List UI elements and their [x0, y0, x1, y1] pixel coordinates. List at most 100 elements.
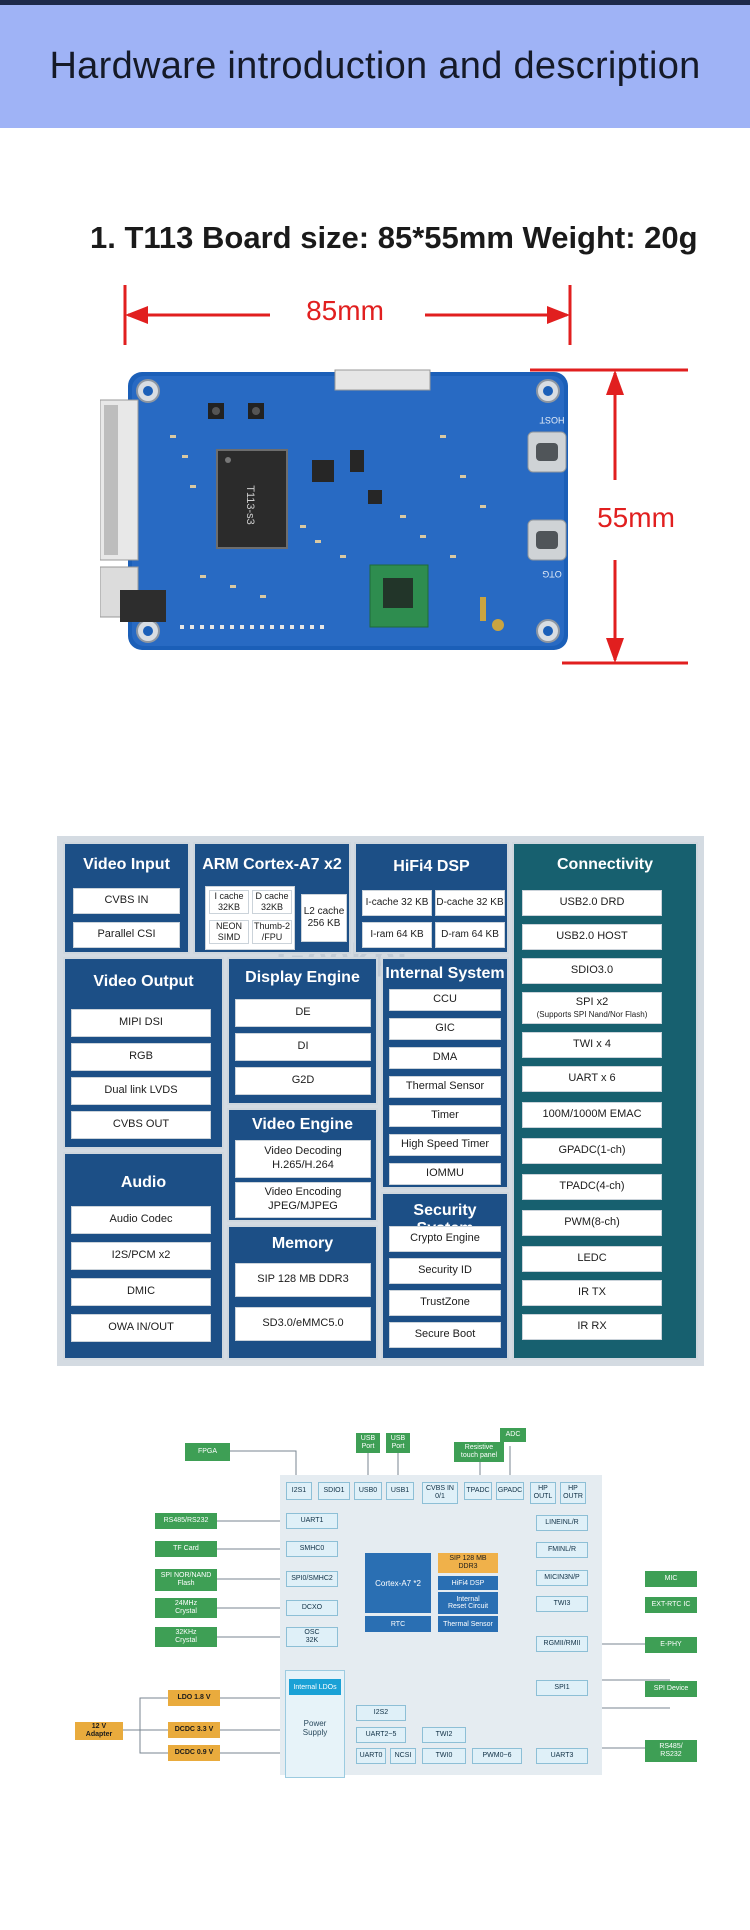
arm-l2-cache: L2 cache 256 KB — [301, 894, 347, 942]
port-otg-label: OTG — [542, 569, 562, 579]
video-output-item: CVBS OUT — [71, 1111, 211, 1139]
connectivity-item: IR RX — [522, 1314, 662, 1340]
hifi-title: HiFi4 DSP — [393, 858, 470, 875]
cpu-reset-circuit: Internal Reset Circuit — [438, 1592, 498, 1614]
ext-32khz-crystal: 32KHz Crystal — [155, 1627, 217, 1647]
cpu-thermal-sensor: Thermal Sensor — [438, 1616, 498, 1632]
internal-system-item: Timer — [389, 1105, 501, 1127]
pin-gpadc: GPADC — [496, 1482, 524, 1500]
board-photo: T113-s3 HOST OTG — [99, 285, 700, 675]
ext-mic: MIC — [645, 1571, 697, 1587]
ext-adc: ADC — [500, 1428, 526, 1442]
display-engine-block: Display Engine DE DI G2D — [227, 957, 378, 1105]
internal-system-item: High Speed Timer — [389, 1134, 501, 1156]
connectivity-item: TPADC(4-ch) — [522, 1174, 662, 1200]
pin-twi3: TWI3 — [536, 1596, 588, 1612]
video-output-item: RGB — [71, 1043, 211, 1071]
connectivity-block: Connectivity USB2.0 DRD USB2.0 HOST SDIO… — [512, 842, 698, 1360]
pin-uart0: UART0 — [356, 1748, 386, 1764]
internal-system-block: Internal System CCU GIC DMA Thermal Sens… — [381, 957, 509, 1189]
connectivity-item: UART x 6 — [522, 1066, 662, 1092]
connectivity-item-spi: SPI x2 (Supports SPI Nand/Nor Flash) — [522, 992, 662, 1024]
pin-twi2: TWI2 — [422, 1727, 466, 1743]
video-engine-item: Video Decoding H.265/H.264 — [235, 1140, 371, 1178]
board-size-title: 1. T113 Board size: 85*55mm Weight: 20g — [90, 220, 698, 255]
audio-title: Audio — [120, 1174, 167, 1191]
port-host-label: HOST — [539, 415, 565, 425]
pin-usb1: USB1 — [386, 1482, 414, 1500]
connectivity-item: USB2.0 HOST — [522, 924, 662, 950]
video-output-item: MIPI DSI — [71, 1009, 211, 1037]
page-title: Hardware introduction and description — [49, 45, 701, 87]
connectivity-item: USB2.0 DRD — [522, 890, 662, 916]
hifi4-dsp-block: HiFi4 DSP I-cache 32 KB D-cache 32 KB I-… — [354, 842, 509, 954]
connectivity-item: 100M/1000M EMAC — [522, 1102, 662, 1128]
display-engine-item: G2D — [235, 1067, 371, 1095]
pin-smhc0: SMHC0 — [286, 1541, 338, 1557]
video-input-item: CVBS IN — [73, 888, 180, 914]
audio-item: OWA IN/OUT — [71, 1314, 211, 1342]
connectivity-item: GPADC(1-ch) — [522, 1138, 662, 1164]
cpu-rtc: RTC — [365, 1616, 431, 1632]
ext-rs485-rs232: RS485/RS232 — [155, 1513, 217, 1529]
hifi-item: D-ram 64 KB — [435, 922, 505, 948]
pin-sdio1: SDIO1 — [318, 1482, 350, 1500]
cpu-sip-ddr3: SIP 128 MB DDR3 — [438, 1553, 498, 1573]
internal-system-item: GIC — [389, 1018, 501, 1040]
board-height-label: 55mm — [586, 502, 686, 534]
power-supply-label: Power Supply — [302, 1719, 328, 1737]
internal-system-item: CCU — [389, 989, 501, 1011]
video-input-block: Video Input CVBS IN Parallel CSI — [63, 842, 190, 954]
ext-e-phy: E-PHY — [645, 1637, 697, 1653]
arm-neon: NEON SIMD — [209, 920, 249, 944]
interface-diagram: FPGA USB Port USB Port Resistive touch p… — [70, 1428, 710, 1780]
rail-dcdc-0v9: DCDC 0.9 V — [168, 1745, 220, 1761]
video-engine-title: Video Engine — [251, 1116, 354, 1133]
ext-fpga: FPGA — [185, 1443, 230, 1461]
board-width-label: 85mm — [306, 295, 384, 326]
chip-label: T113-s3 — [244, 485, 256, 525]
hifi-item: I-ram 64 KB — [362, 922, 432, 948]
pin-osc32k: OSC 32K — [286, 1627, 338, 1647]
spi-label: SPI x2 — [575, 996, 609, 1009]
ext-rs485-rs232-right: RS485/ RS232 — [645, 1740, 697, 1762]
video-engine-item: Video Encoding JPEG/MJPEG — [235, 1182, 371, 1218]
video-output-title: Video Output — [93, 973, 194, 990]
audio-item: Audio Codec — [71, 1206, 211, 1234]
pin-lineinl-r: LINEINL/R — [536, 1515, 588, 1531]
ext-rtc-ic: EXT-RTC IC — [645, 1597, 697, 1613]
arm-cortex-block: ARM Cortex-A7 x2 I cache 32KB D cache 32… — [193, 842, 351, 954]
ext-usb-port: USB Port — [356, 1433, 380, 1453]
pin-uart1: UART1 — [286, 1513, 338, 1529]
connectivity-item: SDIO3.0 — [522, 958, 662, 984]
connectivity-item: PWM(8-ch) — [522, 1210, 662, 1236]
pin-hp-outl: HP OUTL — [530, 1482, 556, 1504]
connectivity-item: LEDC — [522, 1246, 662, 1272]
memory-item: SIP 128 MB DDR3 — [235, 1263, 371, 1297]
pin-spi1: SPI1 — [536, 1680, 588, 1696]
ext-spi-device: SPI Device — [645, 1681, 697, 1697]
connectivity-item: TWI x 4 — [522, 1032, 662, 1058]
ext-touch-panel: Resistive touch panel — [454, 1442, 504, 1462]
video-input-title: Video Input — [83, 856, 170, 873]
pin-tpadc: TPADC — [464, 1482, 492, 1500]
audio-item: I2S/PCM x2 — [71, 1242, 211, 1270]
cpu-hifi4-dsp: HiFi4 DSP — [438, 1576, 498, 1590]
display-engine-item: DI — [235, 1033, 371, 1061]
audio-block: Audio Audio Codec I2S/PCM x2 DMIC OWA IN… — [63, 1152, 224, 1360]
internal-system-title: Internal System — [385, 965, 505, 982]
pin-usb0: USB0 — [354, 1482, 382, 1500]
memory-item: SD3.0/eMMC5.0 — [235, 1307, 371, 1341]
video-output-item: Dual link LVDS — [71, 1077, 211, 1105]
ext-24mhz-crystal: 24MHz Crystal — [155, 1598, 217, 1618]
video-engine-block: Video Engine Video Decoding H.265/H.264 … — [227, 1108, 378, 1222]
pin-micin3n-p: MICIN3N/P — [536, 1570, 588, 1586]
security-item: Crypto Engine — [389, 1226, 501, 1252]
video-output-block: Video Output MIPI DSI RGB Dual link LVDS… — [63, 957, 224, 1149]
pin-pwm0-6: PWM0~6 — [472, 1748, 522, 1764]
internal-system-item: Thermal Sensor — [389, 1076, 501, 1098]
pin-i2s2: I2S2 — [356, 1705, 406, 1721]
hifi-item: I-cache 32 KB — [362, 890, 432, 916]
rail-dcdc-3v3: DCDC 3.3 V — [168, 1722, 220, 1738]
rail-ldo-1v8: LDO 1.8 V — [168, 1690, 220, 1706]
